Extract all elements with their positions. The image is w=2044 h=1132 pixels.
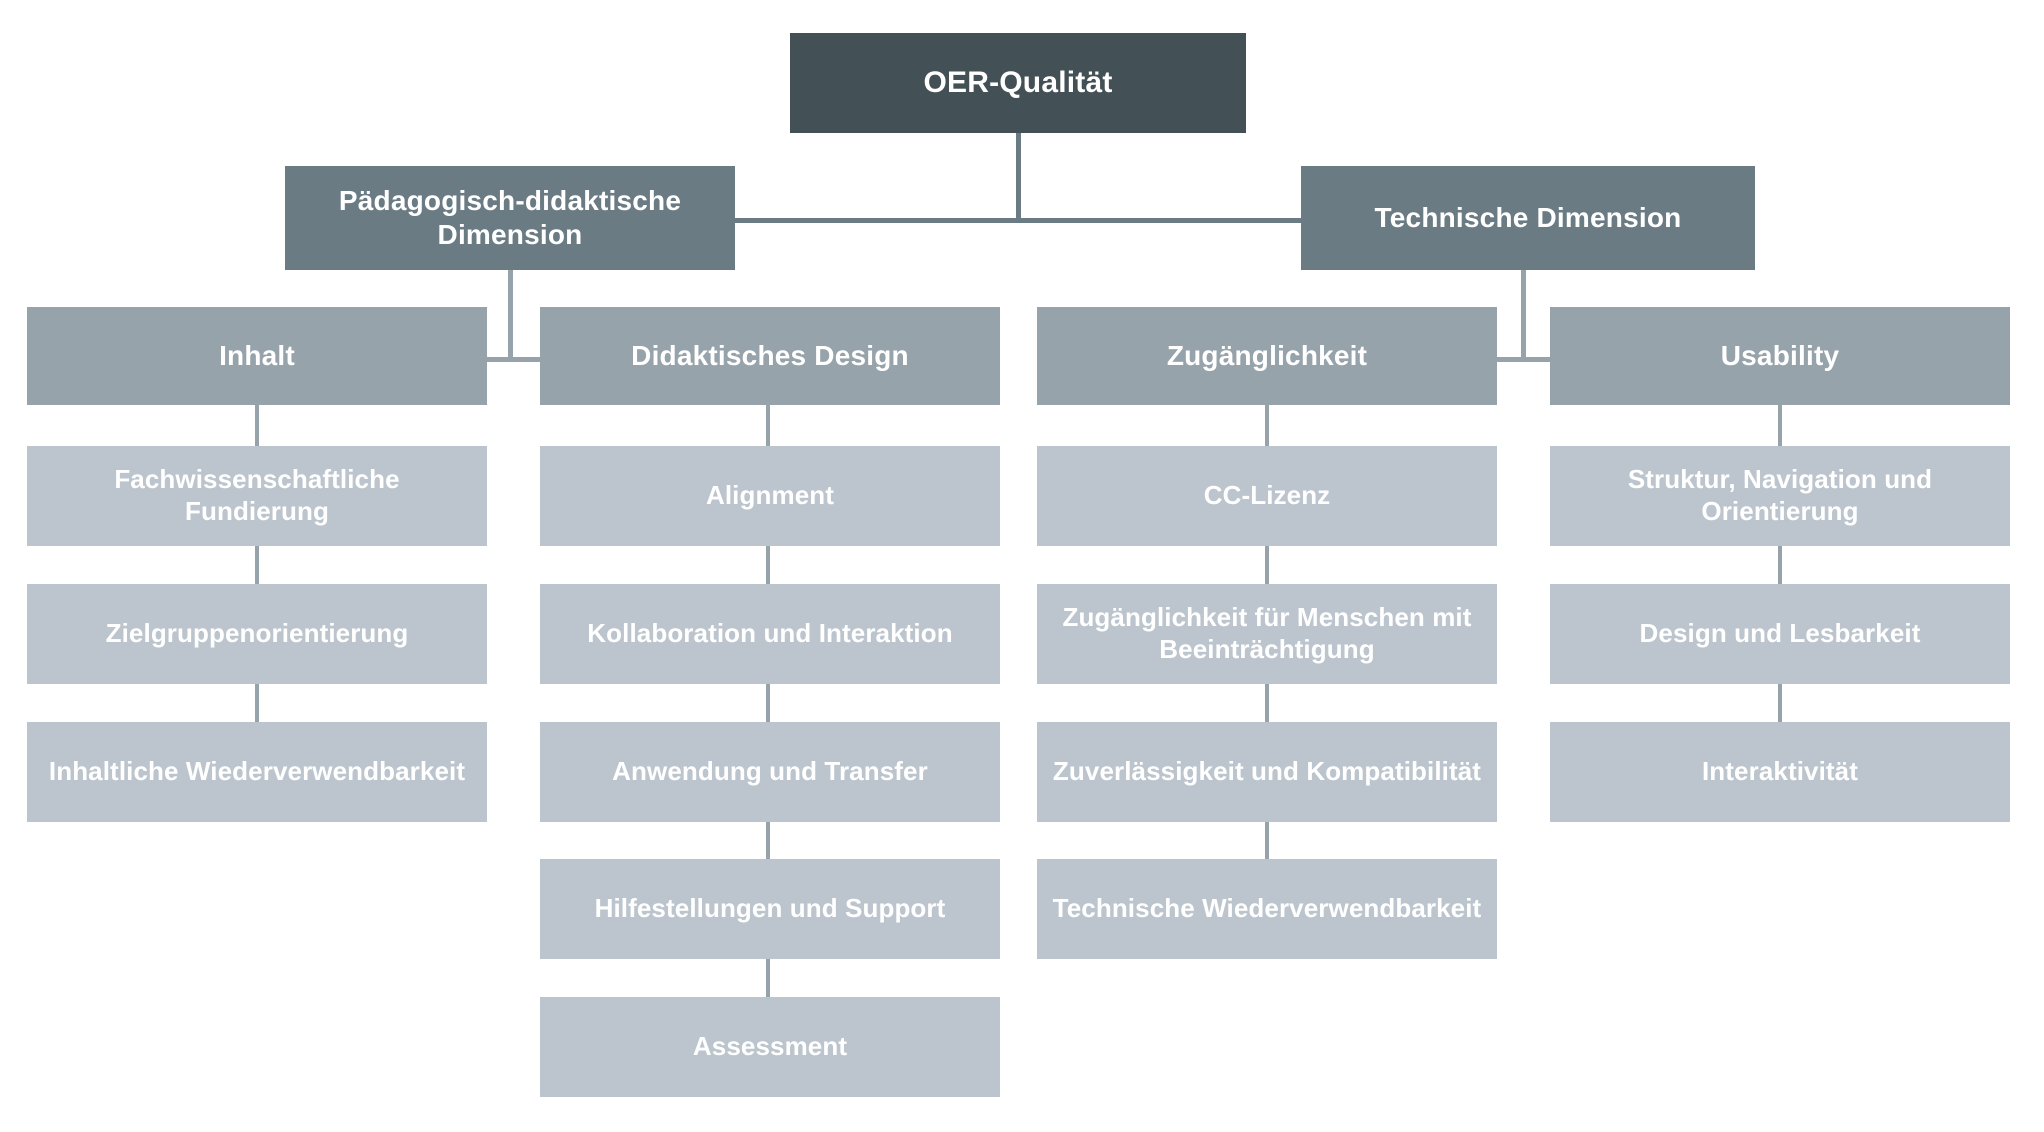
connector-inhalt-stem-2 xyxy=(255,545,259,585)
connector-didaktik-stem-5 xyxy=(766,958,770,998)
connector-tech-categories-horizontal xyxy=(1497,357,1550,362)
node-assessment[interactable]: Assessment xyxy=(540,997,1000,1097)
node-anwendung-und-transfer[interactable]: Anwendung und Transfer xyxy=(540,722,1000,822)
node-hilfestellungen-und-support[interactable]: Hilfestellungen und Support xyxy=(540,859,1000,959)
connector-paed-categories-horizontal xyxy=(487,357,540,362)
connector-zugang-stem-3 xyxy=(1265,683,1269,723)
node-kollaboration-und-interaktion[interactable]: Kollaboration und Interaktion xyxy=(540,584,1000,684)
connector-root-to-dimensions-vertical xyxy=(1016,133,1021,223)
connector-dimensions-horizontal xyxy=(735,218,1301,223)
connector-usability-stem-3 xyxy=(1778,683,1782,723)
connector-usability-stem-2 xyxy=(1778,545,1782,585)
connector-zugang-stem-4 xyxy=(1265,820,1269,860)
node-interaktivitaet[interactable]: Interaktivität xyxy=(1550,722,2010,822)
connector-inhalt-stem-3 xyxy=(255,683,259,723)
node-zuverlaessigkeit-und-kompatibilitaet[interactable]: Zuverlässigkeit und Kompatibilität xyxy=(1037,722,1497,822)
node-zielgruppenorientierung[interactable]: Zielgruppenorientierung xyxy=(27,584,487,684)
node-zugaenglichkeit-fuer-menschen-mit-beeintraechtigung[interactable]: Zugänglichkeit für Menschen mit Beeinträ… xyxy=(1037,584,1497,684)
node-oer-qualitaet[interactable]: OER-Qualität xyxy=(790,33,1246,133)
node-technische-wiederverwendbarkeit[interactable]: Technische Wiederverwendbarkeit xyxy=(1037,859,1497,959)
connector-didaktik-stem-1 xyxy=(766,405,770,447)
node-inhalt[interactable]: Inhalt xyxy=(27,307,487,405)
node-struktur-navigation-und-orientierung[interactable]: Struktur, Navigation und Orientierung xyxy=(1550,446,2010,546)
node-design-und-lesbarkeit[interactable]: Design und Lesbarkeit xyxy=(1550,584,2010,684)
connector-inhalt-stem-1 xyxy=(255,405,259,447)
connector-didaktik-stem-2 xyxy=(766,545,770,585)
node-zugaenglichkeit[interactable]: Zugänglichkeit xyxy=(1037,307,1497,405)
node-cc-lizenz[interactable]: CC-Lizenz xyxy=(1037,446,1497,546)
connector-zugang-stem-1 xyxy=(1265,405,1269,447)
connector-didaktik-stem-4 xyxy=(766,820,770,860)
node-inhaltliche-wiederverwendbarkeit[interactable]: Inhaltliche Wiederverwendbarkeit xyxy=(27,722,487,822)
node-technische-dimension[interactable]: Technische Dimension xyxy=(1301,166,1755,270)
node-alignment[interactable]: Alignment xyxy=(540,446,1000,546)
node-didaktisches-design[interactable]: Didaktisches Design xyxy=(540,307,1000,405)
node-paedagogisch-didaktische-dimension[interactable]: Pädagogisch-didaktische Dimension xyxy=(285,166,735,270)
connector-zugang-stem-2 xyxy=(1265,545,1269,585)
connector-paed-to-categories-vertical xyxy=(508,270,513,362)
connector-tech-to-categories-vertical xyxy=(1521,270,1526,362)
connector-didaktik-stem-3 xyxy=(766,683,770,723)
node-fachwissenschaftliche-fundierung[interactable]: Fachwissenschaftliche Fundierung xyxy=(27,446,487,546)
connector-usability-stem-1 xyxy=(1778,405,1782,447)
node-usability[interactable]: Usability xyxy=(1550,307,2010,405)
